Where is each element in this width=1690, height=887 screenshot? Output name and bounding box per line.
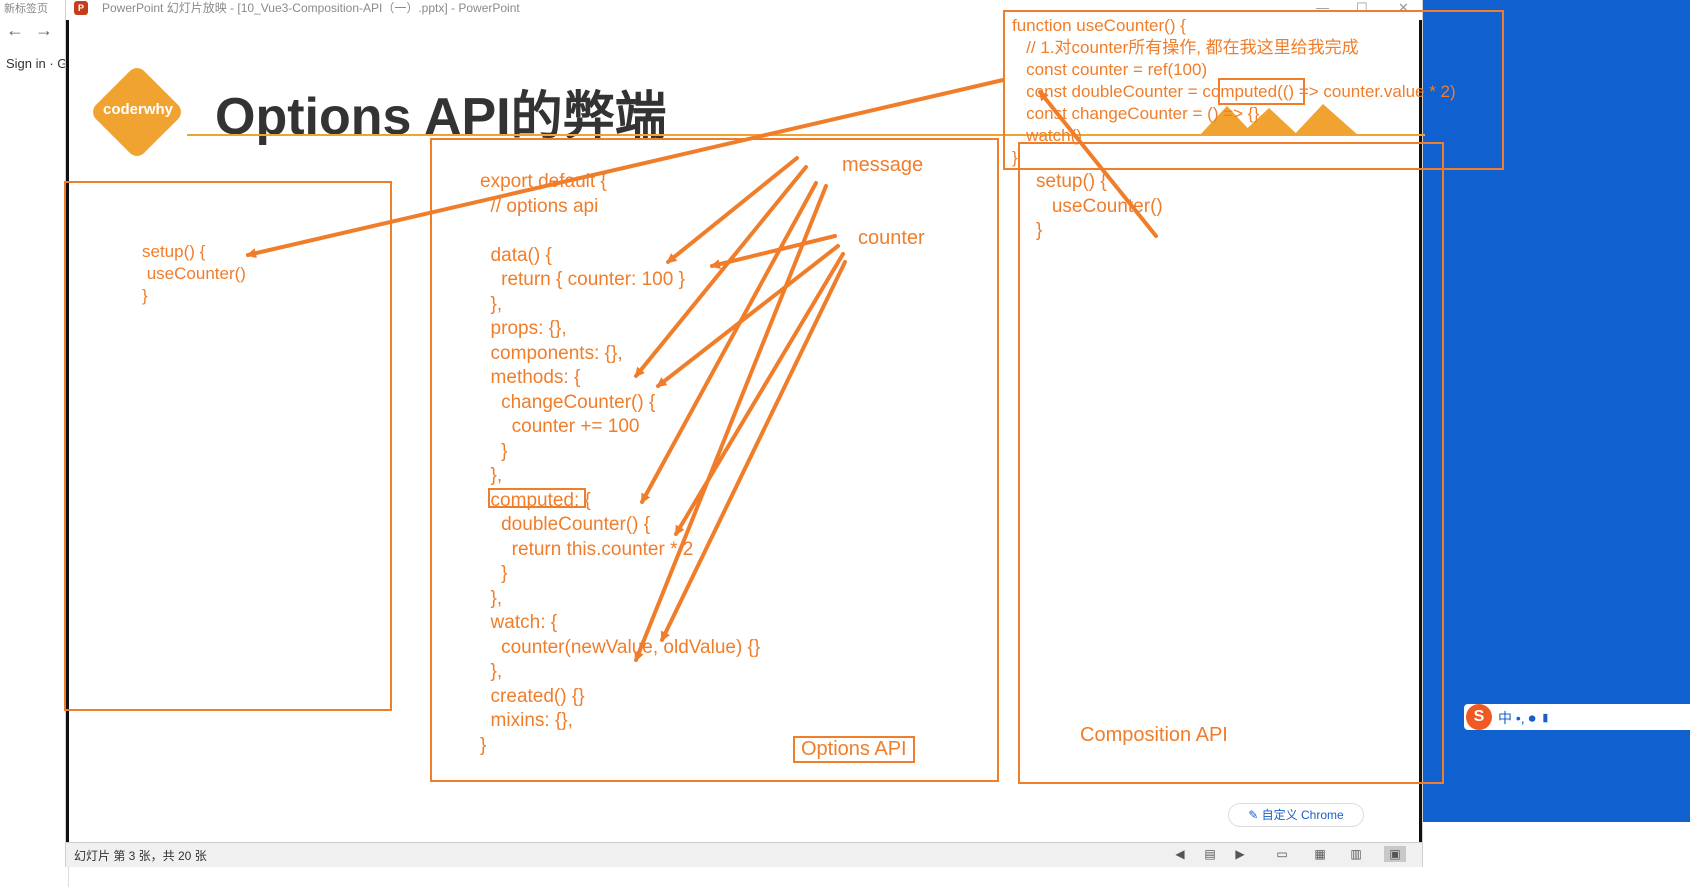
customize-chrome-button[interactable]: ✎ 自定义 Chrome (1228, 803, 1364, 827)
left-setup-panel (64, 181, 392, 711)
ime-toolbar[interactable]: S 中 •, ⏺ ▮ (1464, 704, 1690, 730)
normal-view-icon[interactable]: ▭ (1276, 847, 1288, 861)
mountain-decoration (1199, 104, 1359, 136)
setup-code: setup() { useCounter() } (1036, 171, 1163, 241)
desktop-bottom-area (1422, 822, 1690, 887)
slideshow-view-icon[interactable]: ▣ (1384, 846, 1406, 862)
next-slide-icon[interactable]: ▶ (1235, 847, 1245, 861)
composition-api-panel (1018, 142, 1444, 784)
sogou-logo-icon: S (1466, 704, 1492, 730)
options-api-code: export default { // options api data() {… (480, 171, 761, 756)
forward-arrow-icon[interactable]: → (35, 20, 54, 40)
counter-annotation: counter (858, 227, 925, 249)
ime-status: 中 •, ⏺ ▮ (1498, 710, 1551, 726)
computed-highlight-box (488, 488, 586, 508)
status-bar: 幻灯片 第 3 张，共 20 张 ◀ ▤ ▶ ▭ ▦ ▥ ▣ (66, 842, 1422, 867)
slide-menu-icon[interactable]: ▤ (1204, 847, 1216, 861)
maximize-icon[interactable]: ☐ (1356, 0, 1368, 15)
computed-highlight-box-2 (1218, 78, 1305, 105)
window-title: PowerPoint 幻灯片放映 - [10_Vue3-Composition-… (102, 1, 520, 15)
composition-api-label: Composition API (1080, 724, 1228, 746)
desktop-background (1422, 0, 1690, 887)
left-setup-code: setup() { useCounter() } (142, 242, 246, 305)
slide-sorter-icon[interactable]: ▦ (1314, 847, 1326, 861)
powerpoint-app-icon: P (74, 1, 88, 15)
window-titlebar: P PowerPoint 幻灯片放映 - [10_Vue3-Compositio… (66, 0, 1422, 18)
sign-in-link[interactable]: Sign in · G (6, 56, 68, 71)
logo-text: coderwhy (102, 101, 174, 118)
options-api-label: Options API (793, 736, 915, 763)
reading-view-icon[interactable]: ▥ (1350, 847, 1362, 861)
previous-slide-icon[interactable]: ◀ (1175, 847, 1185, 861)
slide-counter: 幻灯片 第 3 张，共 20 张 (74, 849, 207, 863)
back-arrow-icon[interactable]: ← (6, 20, 24, 40)
browser-tab[interactable]: 新标签页 (4, 3, 48, 15)
browser-background: 新标签页 ← → ↻ Sign in · G (0, 0, 79, 887)
message-annotation: message (842, 154, 924, 176)
close-icon[interactable]: ✕ (1398, 0, 1409, 15)
